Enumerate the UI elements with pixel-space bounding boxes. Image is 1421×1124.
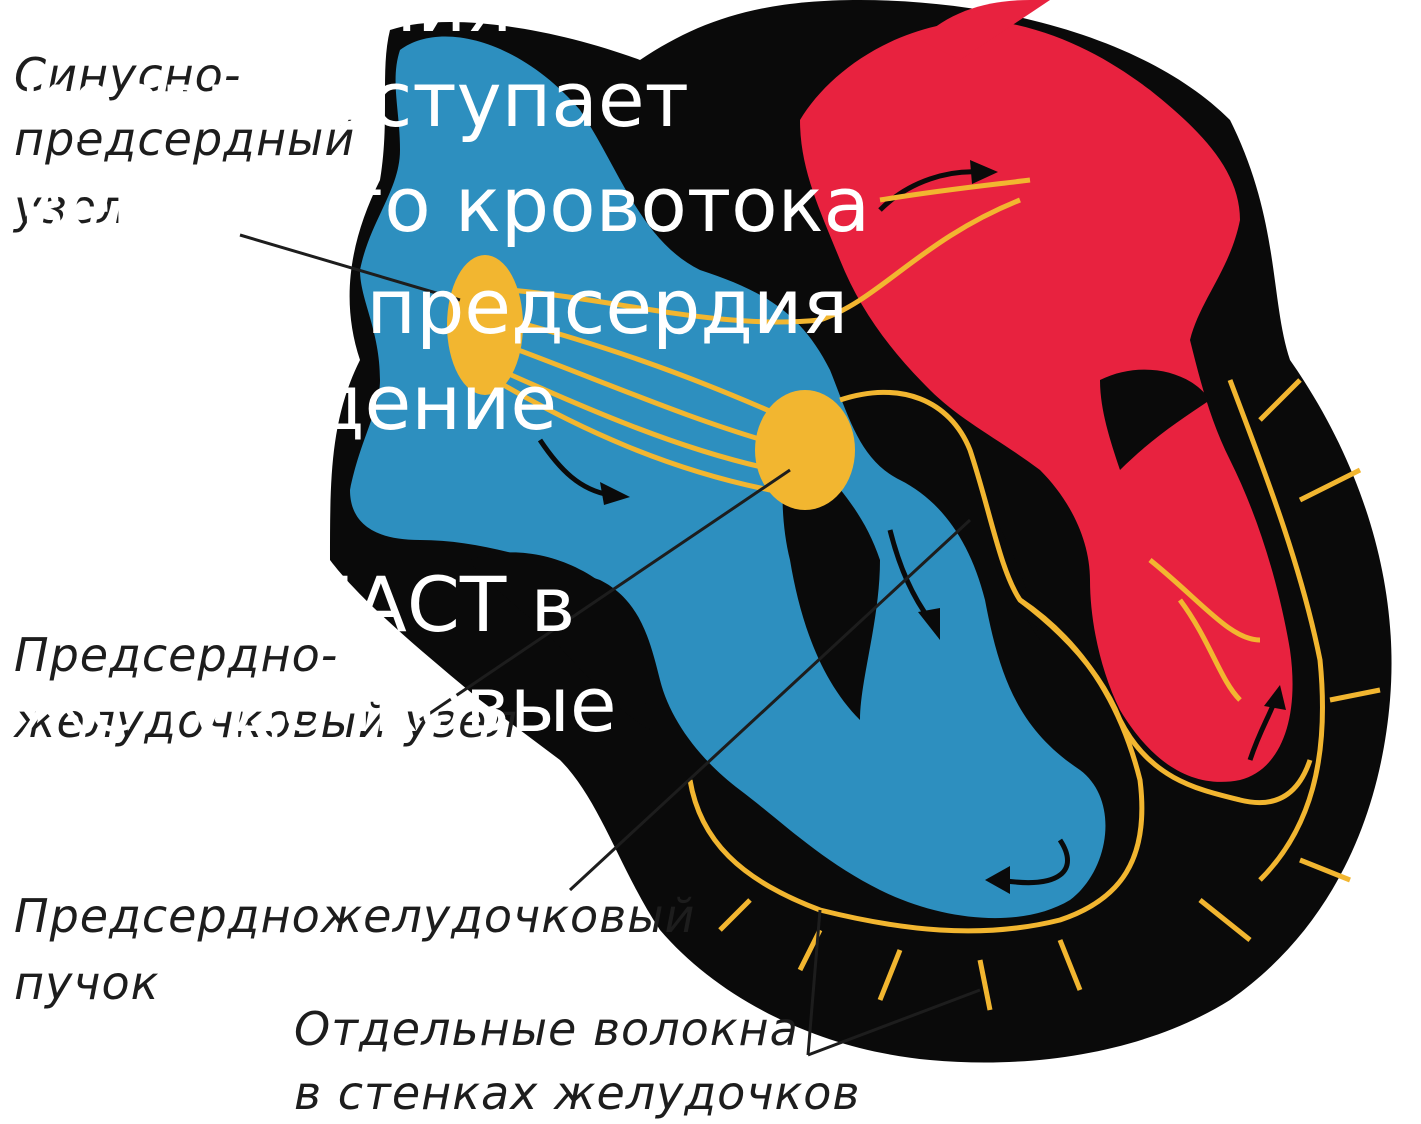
overlay-text-line2: кровь поступает <box>20 55 689 145</box>
fibers-label-line2: в стенках желудочков <box>294 1062 861 1124</box>
overlay-text-line5: возбуждение <box>20 358 557 448</box>
overlay-text-line6: ЭКГ — ПАСТ в <box>20 560 575 650</box>
overlay-text-line3: венозного кровотока <box>20 160 870 250</box>
bundle-label-line1: Предсердножелудочковый <box>14 885 695 947</box>
av-node <box>755 390 855 510</box>
overlay-text-line4: правого предсердия <box>20 262 848 352</box>
bundle-label-line2: пучок <box>14 952 159 1014</box>
overlay-text-line7: желудочковые <box>20 660 617 750</box>
overlay-text-line1: сокращения <box>20 0 512 50</box>
fibers-label-line1: Отдельные волокна <box>294 998 799 1060</box>
